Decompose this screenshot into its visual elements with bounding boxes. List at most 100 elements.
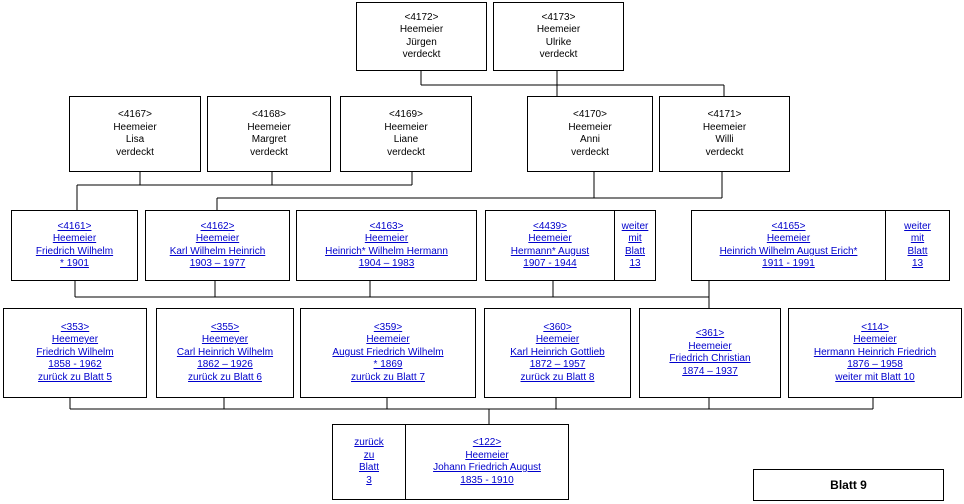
- box-text-line[interactable]: 1903 – 1977: [189, 258, 246, 269]
- box-text-line: verdeckt: [539, 49, 578, 60]
- box-text-line[interactable]: Friedrich Wilhelm: [35, 245, 114, 257]
- box-text-line[interactable]: 1862 – 1926: [197, 359, 253, 371]
- box-text-line[interactable]: Johann Friedrich August: [433, 462, 541, 473]
- box-text-line[interactable]: Heemeyer: [201, 334, 249, 346]
- box-text-line[interactable]: zurück zu Blatt 6: [188, 371, 262, 383]
- box-text-line[interactable]: 1835 - 1910: [460, 474, 514, 486]
- box-text-line: Anni: [579, 134, 600, 145]
- box-text-line[interactable]: weiter: [621, 220, 649, 232]
- box-text-line[interactable]: Hermann* August: [510, 245, 590, 257]
- box-text-line: verdeckt: [402, 49, 441, 60]
- box-text-line[interactable]: Heemeier: [766, 233, 811, 244]
- box-text-line[interactable]: 13: [629, 258, 641, 269]
- box-text-line[interactable]: Friedrich Wilhelm: [36, 346, 114, 358]
- box-text-line[interactable]: Heemeier: [195, 233, 240, 244]
- box-text-line: Ulrike: [545, 36, 572, 48]
- box-text-line[interactable]: * 1901: [60, 258, 89, 269]
- box-text-line[interactable]: Heemeyer: [51, 334, 99, 346]
- box-text-line[interactable]: <4439>: [533, 220, 567, 232]
- box-text-line[interactable]: * 1869: [373, 359, 403, 371]
- box-text-line[interactable]: <360>: [543, 321, 572, 333]
- box-text-line[interactable]: 13: [911, 258, 924, 269]
- box-text-line[interactable]: <4163>: [369, 220, 404, 232]
- box-text-line[interactable]: <4162>: [200, 220, 235, 232]
- box-text-line: verdeckt: [116, 146, 154, 158]
- box-text-line[interactable]: Karl Heinrich Gottlieb: [510, 346, 605, 358]
- box-text-line[interactable]: mit: [628, 233, 642, 244]
- box-text-line[interactable]: <361>: [695, 328, 725, 339]
- box-text-line[interactable]: zurück: [354, 437, 384, 448]
- box-text-line[interactable]: Heemeier: [535, 334, 580, 346]
- box-text-line[interactable]: 1911 - 1991: [762, 258, 815, 269]
- box-text-line: verdeckt: [571, 146, 609, 158]
- box-text-line[interactable]: Blatt: [624, 245, 645, 257]
- box-text-line[interactable]: <4165>: [771, 220, 806, 232]
- box-text-line[interactable]: 1874 – 1937: [682, 365, 738, 377]
- box-text-line[interactable]: 1876 – 1958: [847, 359, 903, 371]
- box-text-line[interactable]: <4161>: [57, 220, 92, 232]
- box-text-line: Heemeier: [384, 121, 428, 133]
- box-text-line[interactable]: <359>: [373, 321, 403, 333]
- box-text-line[interactable]: <353>: [60, 321, 90, 333]
- box-text-line[interactable]: <355>: [210, 321, 240, 333]
- box-text-line[interactable]: zurück zu Blatt 7: [351, 371, 425, 383]
- box-text-line[interactable]: Heinrich Wilhelm August Erich*: [719, 245, 858, 257]
- box-text-line[interactable]: 1858 - 1962: [48, 359, 102, 371]
- box-text-line[interactable]: Heemeier: [366, 334, 410, 346]
- box-text-line[interactable]: Blatt: [358, 462, 379, 473]
- box-text-line[interactable]: Carl Heinrich Wilhelm: [176, 346, 274, 358]
- box-text-line: <4170>: [573, 109, 607, 120]
- box-text-line[interactable]: mit: [910, 233, 925, 244]
- box-text-line[interactable]: <122>: [472, 437, 502, 448]
- box-text-line[interactable]: <114>: [861, 321, 889, 333]
- box-text-line: verdeckt: [705, 146, 744, 158]
- box-text-line[interactable]: Heemeier: [688, 340, 732, 352]
- box-text-line[interactable]: weiter: [904, 220, 931, 232]
- box-text-line[interactable]: Heemeier: [52, 233, 97, 244]
- box-text-line[interactable]: Heemeier: [364, 233, 409, 244]
- box-text-line: Lisa: [125, 134, 145, 145]
- box-text-line: Heemeier: [568, 121, 612, 133]
- box-text-line[interactable]: Heemeier: [465, 449, 509, 461]
- box-text-line: Heemeier: [702, 121, 747, 133]
- box-text-line[interactable]: Heemeier: [853, 334, 897, 346]
- box-text-line[interactable]: Friedrich Christian: [669, 353, 751, 364]
- box-text-line[interactable]: Blatt: [907, 245, 928, 257]
- box-text-line[interactable]: Hermann Heinrich Friedrich: [813, 346, 937, 358]
- box-text-line[interactable]: 3: [366, 474, 372, 486]
- box-text-line[interactable]: Heinrich* Wilhelm Hermann: [325, 245, 448, 257]
- box-text-line[interactable]: zurück zu Blatt 8: [520, 371, 595, 383]
- box-text-line[interactable]: Heemeier: [528, 233, 572, 244]
- box-text-line: Willi: [715, 134, 734, 145]
- box-text-line[interactable]: weiter mit Blatt 10: [835, 371, 915, 383]
- box-text-line[interactable]: 1872 – 1957: [529, 359, 586, 371]
- box-text-line[interactable]: August Friedrich Wilhelm: [332, 346, 444, 358]
- box-text-line: verdeckt: [387, 146, 425, 158]
- box-text-line[interactable]: zurück zu Blatt 5: [38, 371, 112, 383]
- box-text-line[interactable]: Karl Wilhelm Heinrich: [169, 245, 266, 257]
- box-text-line[interactable]: zu: [363, 449, 375, 461]
- box-text-line[interactable]: 1907 - 1944: [523, 258, 577, 269]
- box-text-line: <4171>: [707, 109, 742, 120]
- box-text-line[interactable]: 1904 – 1983: [358, 258, 415, 269]
- box-text-line: <4167>: [118, 109, 152, 120]
